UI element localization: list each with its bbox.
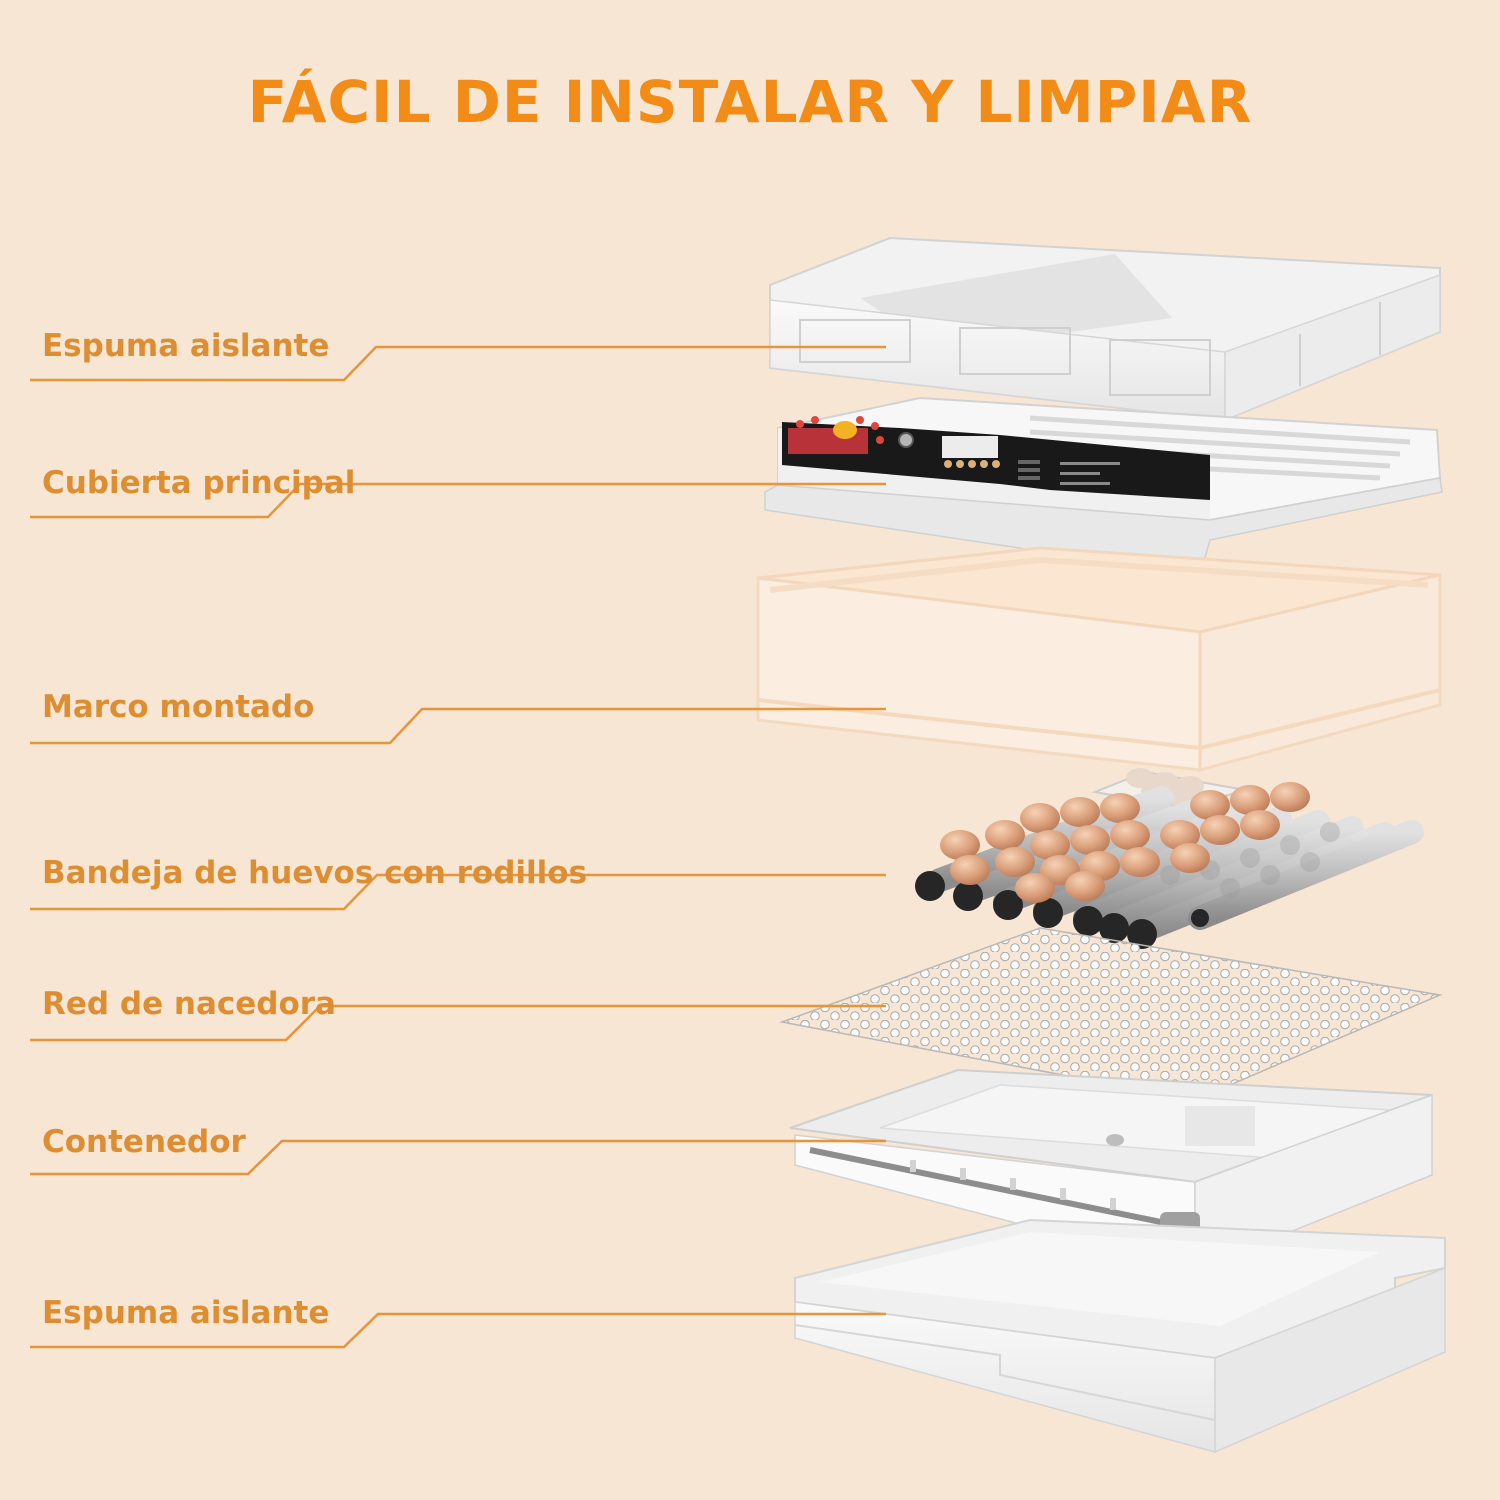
label-container: Contenedor bbox=[42, 1124, 246, 1160]
mounted-frame-part bbox=[756, 546, 1442, 772]
page-title: FÁCIL DE INSTALAR Y LIMPIAR bbox=[247, 68, 1253, 136]
leader-line-main-cover bbox=[30, 482, 886, 519]
label-top-foam: Espuma aislante bbox=[42, 328, 330, 364]
leader-line-bottom-foam bbox=[30, 1312, 886, 1349]
leader-lines bbox=[30, 345, 886, 1349]
egg-tray-part bbox=[915, 768, 1424, 949]
leader-line-mounted-frame bbox=[30, 707, 886, 745]
bottom-foam-part bbox=[794, 1218, 1446, 1454]
label-mounted-frame: Marco montado bbox=[42, 689, 315, 725]
hatcher-net-part bbox=[779, 927, 1443, 1101]
leader-line-hatcher-net bbox=[30, 1004, 886, 1042]
top-foam-part bbox=[769, 236, 1441, 422]
label-hatcher-net: Red de nacedora bbox=[42, 986, 336, 1022]
leader-line-top-foam bbox=[30, 345, 886, 382]
label-bottom-foam: Espuma aislante bbox=[42, 1295, 330, 1331]
main-cover-part bbox=[764, 396, 1443, 576]
label-egg-tray: Bandeja de huevos con rodillos bbox=[42, 855, 588, 891]
label-main-cover: Cubierta principal bbox=[42, 465, 356, 501]
leader-line-container bbox=[30, 1139, 886, 1176]
leader-line-egg-tray bbox=[30, 873, 886, 911]
